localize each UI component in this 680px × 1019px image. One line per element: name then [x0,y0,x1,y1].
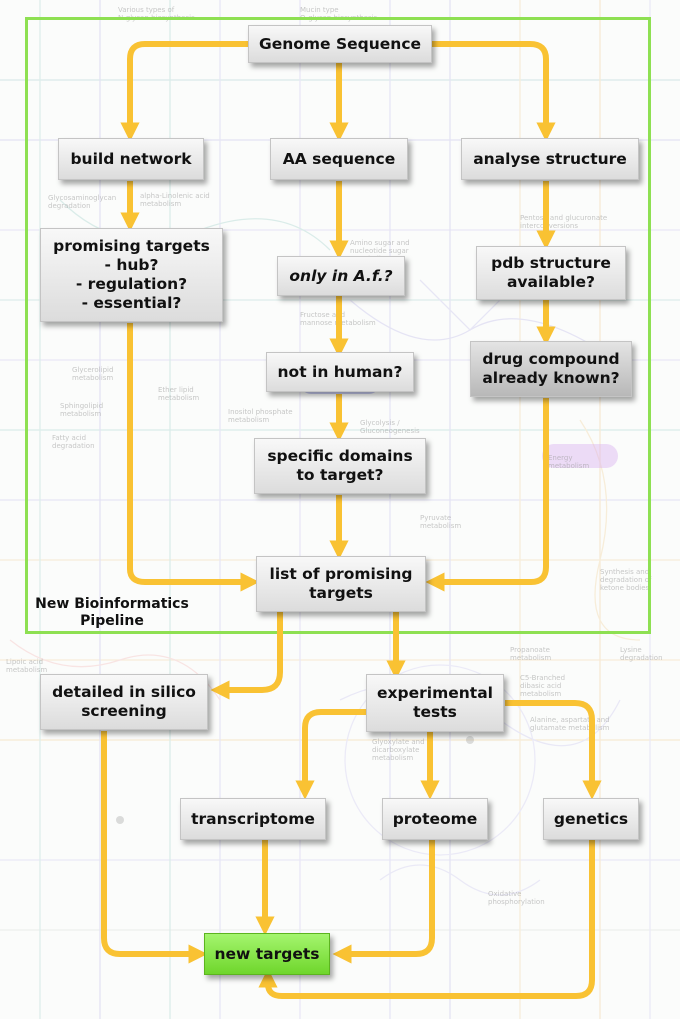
node-genetics: genetics [543,798,639,840]
arrow-list-to-insilico [210,612,283,700]
node-list-of-promising-targets: list of promising targets [256,556,426,612]
node-build-network: build network [58,138,204,180]
node-genome-sequence: Genome Sequence [248,25,432,63]
node-detailed-in-silico-screening: detailed in silico screening [40,674,208,730]
node-promising-targets: promising targets - hub? - regulation? -… [40,228,223,322]
arrow-genome-to-network [120,41,248,142]
node-pdb-structure: pdb structure available? [476,246,626,300]
pipeline-frame [25,17,651,634]
node-proteome: proteome [382,798,488,840]
node-transcriptome: transcriptome [180,798,326,840]
arrow-experimental-to-genetics [505,700,602,800]
node-drug-compound: drug compound already known? [470,341,632,397]
arrow-proteome-to-new [332,840,435,964]
node-analyse-structure: analyse structure [461,138,639,180]
arrow-drug-to-list [425,398,549,592]
node-experimental-tests: experimental tests [366,674,504,732]
node-only-in-af: only in A.f.? [277,256,405,296]
arrow-insilico-to-new [101,731,208,964]
arrow-targets-to-list [127,323,260,592]
node-new-targets: new targets [204,933,330,975]
bg-label: Glycolysis /Gluconeogenesis [360,419,420,435]
node-not-in-human: not in human? [266,352,414,392]
arrow-genome-to-structure [432,41,556,142]
pipeline-label: New Bioinformatics Pipeline [35,596,189,629]
node-aa-sequence: AA sequence [270,138,408,180]
arrow-experimental-to-transcriptome [295,709,366,800]
arrow-genetics-to-new [258,840,595,999]
node-specific-domains: specific domains to target? [254,438,426,494]
